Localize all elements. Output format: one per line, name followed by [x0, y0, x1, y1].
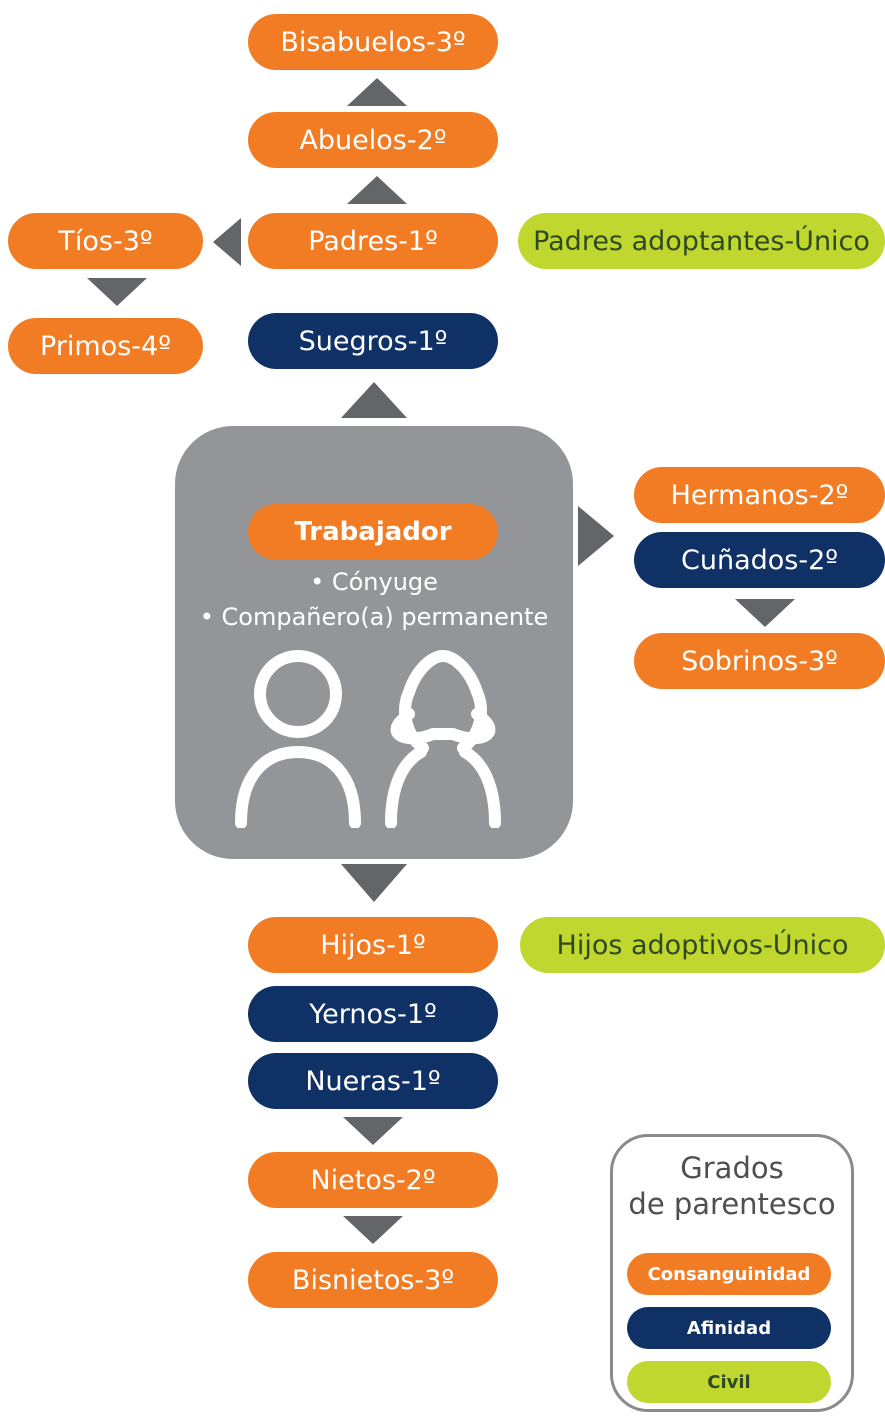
node-bisnietos: Bisnietos-3º	[248, 1252, 498, 1308]
node-sobrinos: Sobrinos-3º	[634, 633, 885, 689]
node-primos: Primos-4º	[8, 318, 203, 374]
legend-civil: Civil	[627, 1361, 831, 1403]
legend-title-line1: Grados	[680, 1151, 784, 1185]
node-padres-adoptantes: Padres adoptantes-Único	[518, 213, 885, 269]
node-nueras: Nueras-1º	[248, 1053, 498, 1109]
legend-afinidad: Afinidad	[627, 1307, 831, 1349]
arrow-right-icon	[578, 506, 614, 566]
node-trabajador: Trabajador	[248, 504, 498, 560]
arrow-down-icon	[735, 599, 795, 627]
center-worker-box: Trabajador • Cónyuge • Compañero(a) perm…	[175, 426, 573, 859]
bullet-conyuge: • Cónyuge	[310, 568, 438, 596]
arrow-up-icon	[347, 78, 407, 106]
couple-icon	[235, 650, 501, 828]
legend-consanguinidad: Consanguinidad	[627, 1253, 831, 1295]
arrow-up-icon	[347, 176, 407, 204]
arrow-up-icon	[341, 382, 407, 418]
node-hermanos: Hermanos-2º	[634, 467, 885, 523]
node-nietos: Nietos-2º	[248, 1152, 498, 1208]
node-hijos: Hijos-1º	[248, 917, 498, 973]
legend-title-line2: de parentesco	[628, 1187, 836, 1221]
node-cunados: Cuñados-2º	[634, 532, 885, 588]
legend: Grados de parentesco Consanguinidad Afin…	[610, 1134, 854, 1412]
node-yernos: Yernos-1º	[248, 986, 498, 1042]
node-bisabuelos: Bisabuelos-3º	[248, 14, 498, 70]
node-tios: Tíos-3º	[8, 213, 203, 269]
node-hijos-adoptivos: Hijos adoptivos-Único	[520, 917, 885, 973]
bullet-companero: • Compañero(a) permanente	[199, 603, 549, 631]
node-abuelos: Abuelos-2º	[248, 112, 498, 168]
arrow-down-icon	[87, 278, 147, 306]
arrow-left-icon	[213, 218, 241, 266]
bullet-conyuge-label: Cónyuge	[331, 568, 438, 596]
arrow-down-icon	[341, 864, 407, 902]
node-suegros: Suegros-1º	[248, 313, 498, 369]
arrow-down-icon	[343, 1117, 403, 1145]
bullet-companero-label: Compañero(a) permanente	[221, 603, 549, 631]
arrow-down-icon	[343, 1216, 403, 1244]
node-padres: Padres-1º	[248, 213, 498, 269]
